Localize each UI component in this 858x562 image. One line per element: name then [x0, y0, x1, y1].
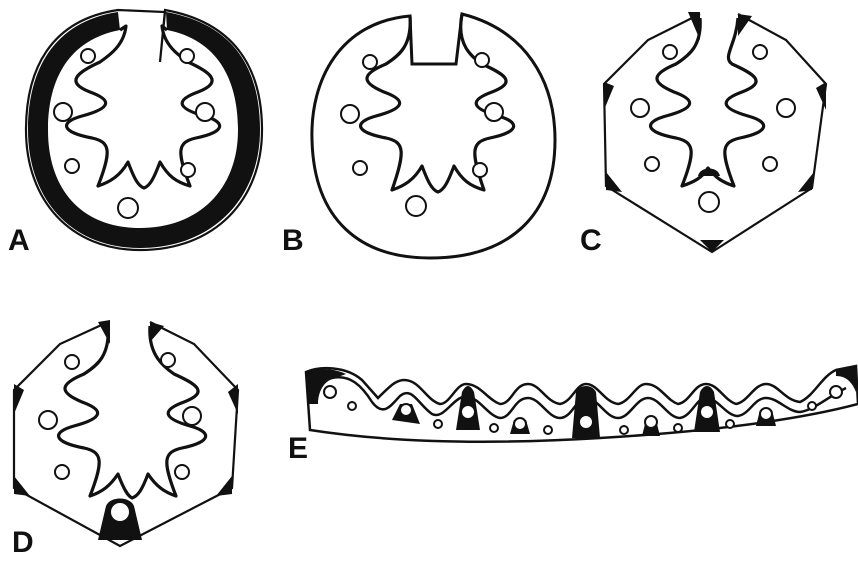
panel-e-hole-15 — [760, 408, 772, 420]
panel-e-hole-1 — [324, 386, 336, 398]
panel-d-hole-4 — [183, 407, 201, 425]
panel-c-hole-3 — [631, 99, 649, 117]
panel-d-section: D — [12, 320, 238, 559]
panel-c-outer-rim — [604, 14, 826, 252]
panel-d-hole-3 — [39, 411, 57, 429]
panel-c-hole-7 — [699, 192, 719, 212]
panel-label-e: E — [288, 432, 308, 465]
panel-e-section: E — [288, 366, 858, 465]
panel-e-hole-2 — [348, 402, 356, 410]
panel-e-hole-9 — [579, 415, 593, 429]
panel-b-hole-5 — [353, 161, 367, 175]
panel-e-hole-17 — [830, 386, 842, 398]
panel-e-hole-3 — [400, 404, 412, 416]
panel-b-section: B — [282, 14, 555, 258]
panel-label-c: C — [580, 224, 602, 257]
panel-b-hole-3 — [341, 105, 359, 123]
panel-a-hole-7 — [118, 198, 138, 218]
panel-c-hole-2 — [753, 45, 767, 59]
panel-e-hole-12 — [674, 424, 682, 432]
panel-a-hole-5 — [65, 159, 79, 173]
panel-label-b: B — [282, 224, 304, 257]
panel-e-hole-8 — [544, 426, 552, 434]
panel-b-outer-rim — [312, 14, 555, 258]
panel-e-hole-4 — [434, 420, 442, 428]
panel-e-hole-10 — [620, 426, 628, 434]
panel-b-hole-7 — [406, 196, 426, 216]
panel-c-hole-4 — [777, 99, 795, 117]
panel-d-hole-6 — [175, 465, 189, 479]
panel-e-hole-5 — [461, 405, 475, 419]
panel-a-hole-4 — [196, 103, 214, 121]
panel-label-a: A — [8, 224, 30, 257]
panel-d-hole-5 — [55, 465, 69, 479]
panel-c-hole-6 — [763, 157, 777, 171]
panel-e-hole-6 — [490, 424, 498, 432]
panel-d-basal-hole — [110, 502, 130, 522]
panel-b-hole-1 — [363, 55, 377, 69]
panel-e-hole-13 — [700, 405, 714, 419]
panel-e-hole-11 — [645, 416, 657, 428]
panel-a-hole-6 — [181, 163, 195, 177]
panel-b-hole-4 — [485, 103, 503, 121]
panel-d-hole-1 — [65, 355, 79, 369]
panel-a-hole-3 — [54, 103, 72, 121]
panel-c-hole-1 — [663, 45, 677, 59]
panel-e-bundle-fill-4 — [572, 386, 600, 438]
panel-e-hole-14 — [726, 420, 734, 428]
panel-c-section: C — [580, 12, 826, 257]
panel-d-hole-2 — [161, 353, 175, 367]
panel-label-d: D — [12, 526, 34, 559]
panel-c-hole-5 — [645, 157, 659, 171]
panel-b-hole-2 — [475, 53, 489, 67]
panel-e-hole-7 — [514, 418, 526, 430]
panel-e-hole-16 — [808, 402, 816, 410]
panel-a-hole-1 — [81, 49, 95, 63]
panel-a-section: A — [8, 10, 262, 257]
panel-a-hole-2 — [180, 49, 194, 63]
panel-b-hole-6 — [473, 163, 487, 177]
